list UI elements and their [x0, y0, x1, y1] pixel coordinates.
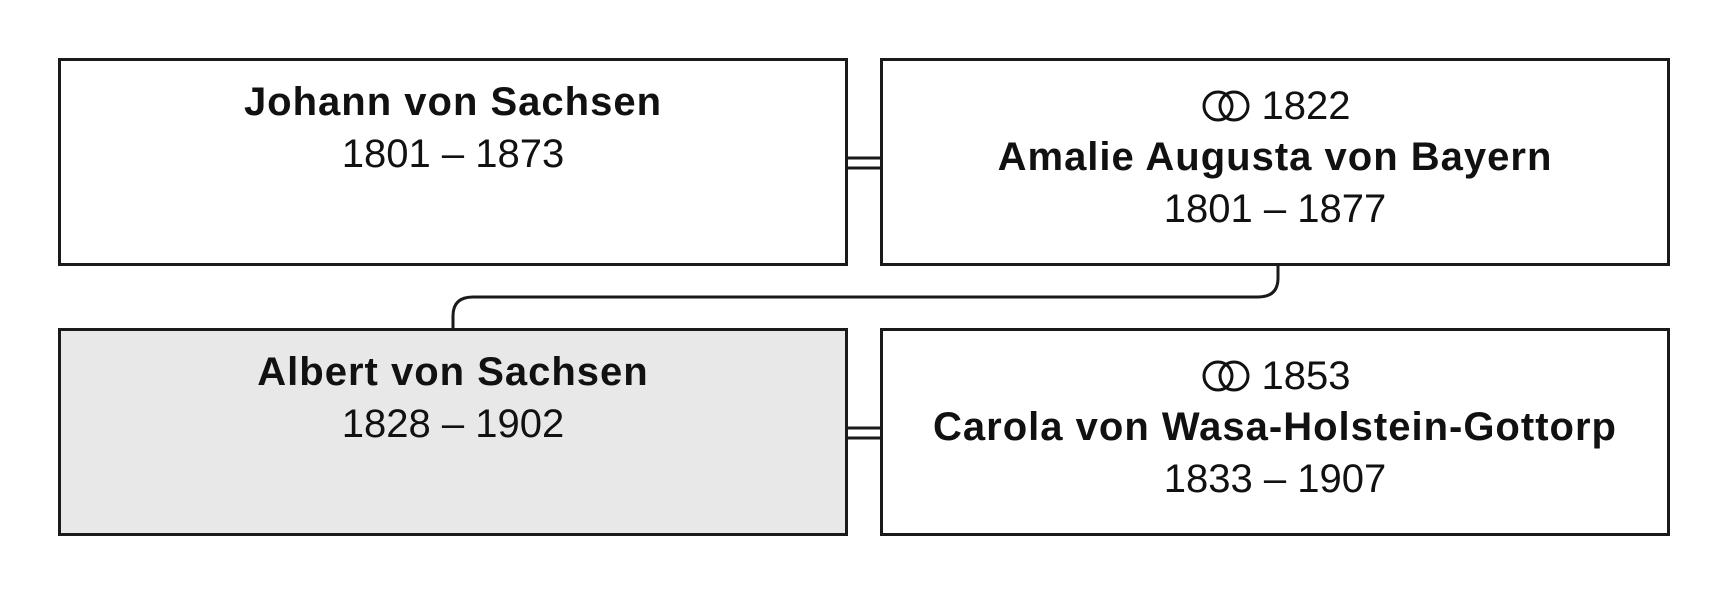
marriage-info: 1853 — [883, 350, 1667, 402]
marriage-info: 1822 — [883, 80, 1667, 132]
marriage-connector-albert-carola — [848, 426, 880, 440]
wedding-rings-icon — [1202, 90, 1249, 122]
person-box-amalie: 1822 Amalie Augusta von Bayern 1801 – 18… — [880, 58, 1670, 266]
marriage-year: 1853 — [1261, 354, 1351, 398]
person-name: Carola von Wasa-Holstein-Gottorp — [933, 405, 1617, 449]
wedding-rings-icon — [1202, 360, 1249, 392]
person-dates: 1801 – 1873 — [341, 132, 565, 176]
marriage-connector-johann-amalie — [848, 156, 880, 170]
person-name: Johann von Sachsen — [243, 80, 663, 124]
marriage-year: 1822 — [1261, 84, 1351, 128]
person-box-carola: 1853 Carola von Wasa-Holstein-Gottorp 18… — [880, 328, 1670, 536]
person-dates: 1801 – 1877 — [1163, 187, 1387, 231]
descent-connector — [451, 266, 1280, 328]
person-name: Albert von Sachsen — [257, 350, 649, 394]
person-dates: 1833 – 1907 — [1163, 457, 1387, 501]
person-dates: 1828 – 1902 — [341, 402, 565, 446]
person-name: Amalie Augusta von Bayern — [997, 135, 1553, 179]
person-box-johann: Johann von Sachsen 1801 – 1873 — [58, 58, 848, 266]
person-box-albert: Albert von Sachsen 1828 – 1902 — [58, 328, 848, 536]
